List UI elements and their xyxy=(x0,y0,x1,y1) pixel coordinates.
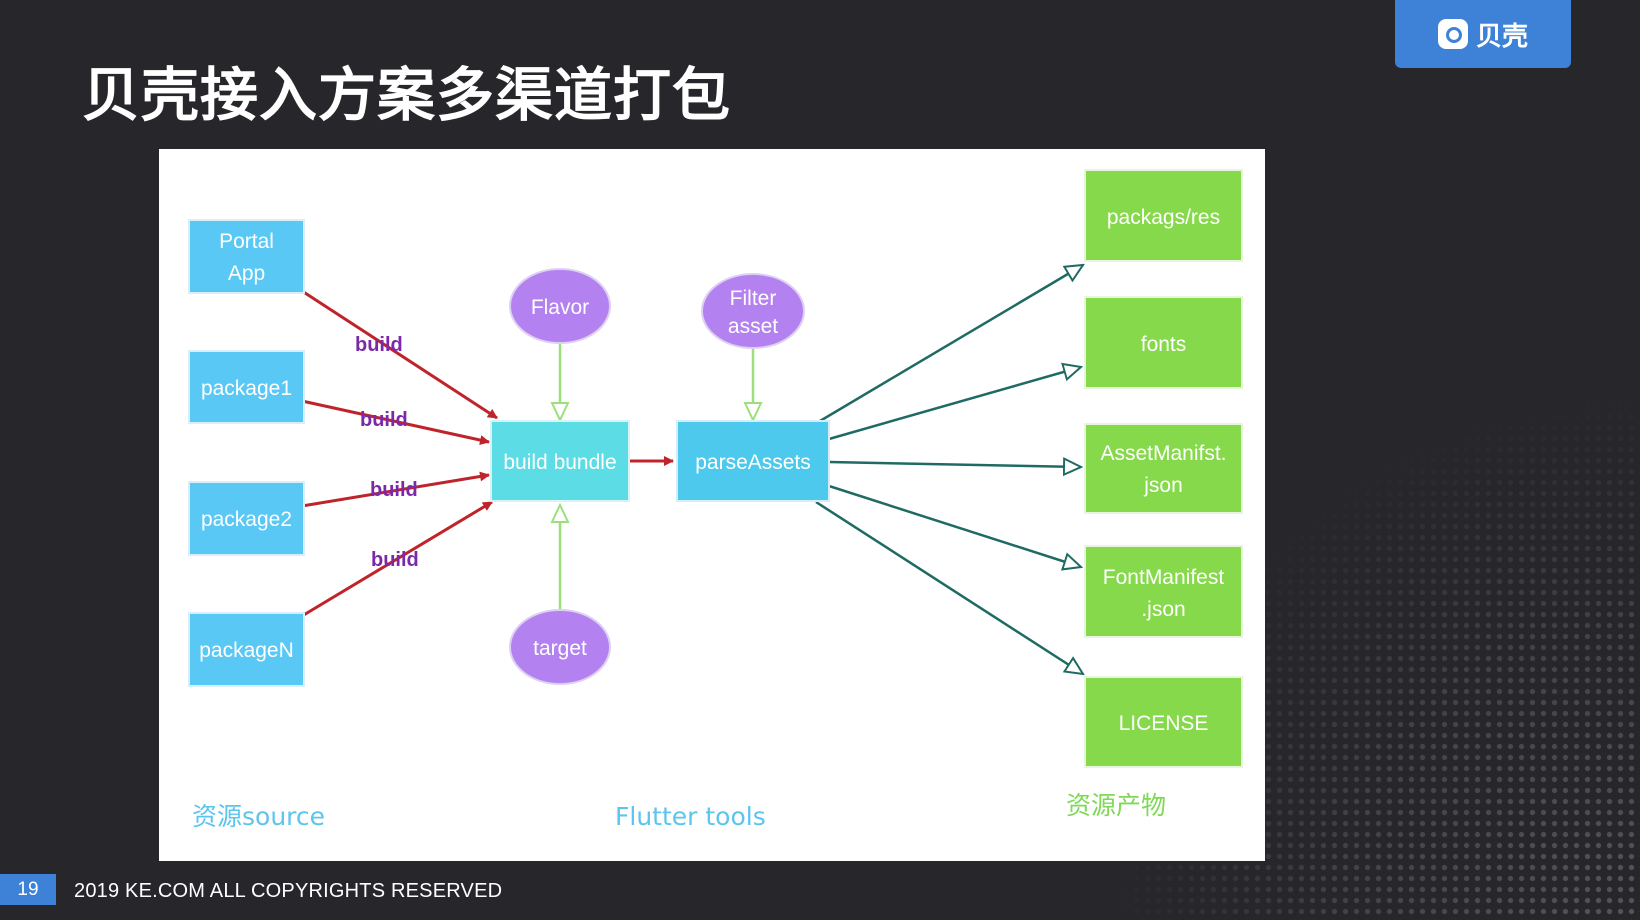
output-node-license: LICENSE xyxy=(1084,676,1243,768)
source-node-portal-app: Portal App xyxy=(188,219,305,294)
output-node-packags-res-label: packags/res xyxy=(1107,206,1220,229)
input-node-target-label: target xyxy=(533,637,587,660)
output-node-font-manifest-line1: FontManifest xyxy=(1103,566,1225,589)
source-node-packageN: packageN xyxy=(188,612,305,687)
edge-portal-to-build xyxy=(301,289,498,420)
section-label-source: 资源source xyxy=(192,802,325,831)
edge-parse-to-license xyxy=(815,500,1083,674)
source-node-portal-app-line2: App xyxy=(228,262,265,285)
output-node-asset-manifest-line1: AssetManifst. xyxy=(1100,442,1226,465)
source-node-package1: package1 xyxy=(188,350,305,424)
input-node-target: target xyxy=(509,609,611,685)
slide-title: 贝壳接入方案多渠道打包 xyxy=(82,61,732,129)
output-node-fonts-label: fonts xyxy=(1141,333,1187,356)
edge-parse-to-asset-manifest xyxy=(828,462,1081,467)
source-node-package2: package2 xyxy=(188,481,305,556)
process-node-parse-assets: parseAssets xyxy=(676,420,830,502)
edge-package1-to-build xyxy=(301,399,490,445)
flow-diagram: build build build build Portal App packa… xyxy=(188,169,1243,831)
section-label-tools: Flutter tools xyxy=(615,802,766,831)
edge-packageN-to-build xyxy=(301,500,493,618)
input-node-filter-asset: Filter asset xyxy=(701,273,805,349)
edge-package2-to-build xyxy=(301,471,490,508)
process-node-parse-assets-label: parseAssets xyxy=(695,451,811,474)
footer-copyright: 2019 KE.COM ALL COPYRIGHTS RESERVED xyxy=(74,880,503,902)
output-node-font-manifest: FontManifest .json xyxy=(1084,545,1243,638)
section-label-product: 资源产物 xyxy=(1066,791,1166,820)
source-node-portal-app-line1: Portal xyxy=(219,230,274,253)
input-node-flavor: Flavor xyxy=(509,268,611,344)
brand-logo-text: 贝壳 xyxy=(1475,21,1528,52)
output-node-font-manifest-line2: .json xyxy=(1141,598,1185,621)
edge-label-build-1: build xyxy=(355,334,403,356)
edge-parse-to-packags-res xyxy=(819,265,1083,423)
input-node-flavor-label: Flavor xyxy=(531,296,589,319)
edge-parse-to-fonts xyxy=(828,367,1081,441)
output-node-license-label: LICENSE xyxy=(1119,712,1209,735)
edge-label-build-2: build xyxy=(360,409,408,431)
process-node-build-bundle: build bundle xyxy=(490,420,630,502)
output-node-asset-manifest-line2: json xyxy=(1143,474,1183,497)
source-node-packageN-label: packageN xyxy=(199,639,294,662)
edge-parse-to-font-manifest xyxy=(828,484,1081,567)
input-node-filter-asset-line2: asset xyxy=(728,315,778,338)
edge-label-build-3: build xyxy=(370,479,418,501)
brand-logo-icon xyxy=(1437,19,1468,49)
output-node-asset-manifest: AssetManifst. json xyxy=(1084,423,1243,514)
page-number: 19 xyxy=(0,874,56,905)
output-node-packags-res: packags/res xyxy=(1084,169,1243,262)
source-node-package2-label: package2 xyxy=(201,508,292,531)
diagram-panel: build build build build Portal App packa… xyxy=(159,149,1265,861)
input-node-filter-asset-line1: Filter xyxy=(730,287,777,310)
brand-logo: 贝壳 xyxy=(1395,0,1571,68)
edge-label-build-4: build xyxy=(371,549,419,571)
process-node-build-bundle-label: build bundle xyxy=(503,451,616,474)
output-node-fonts: fonts xyxy=(1084,296,1243,389)
source-node-package1-label: package1 xyxy=(201,377,292,400)
